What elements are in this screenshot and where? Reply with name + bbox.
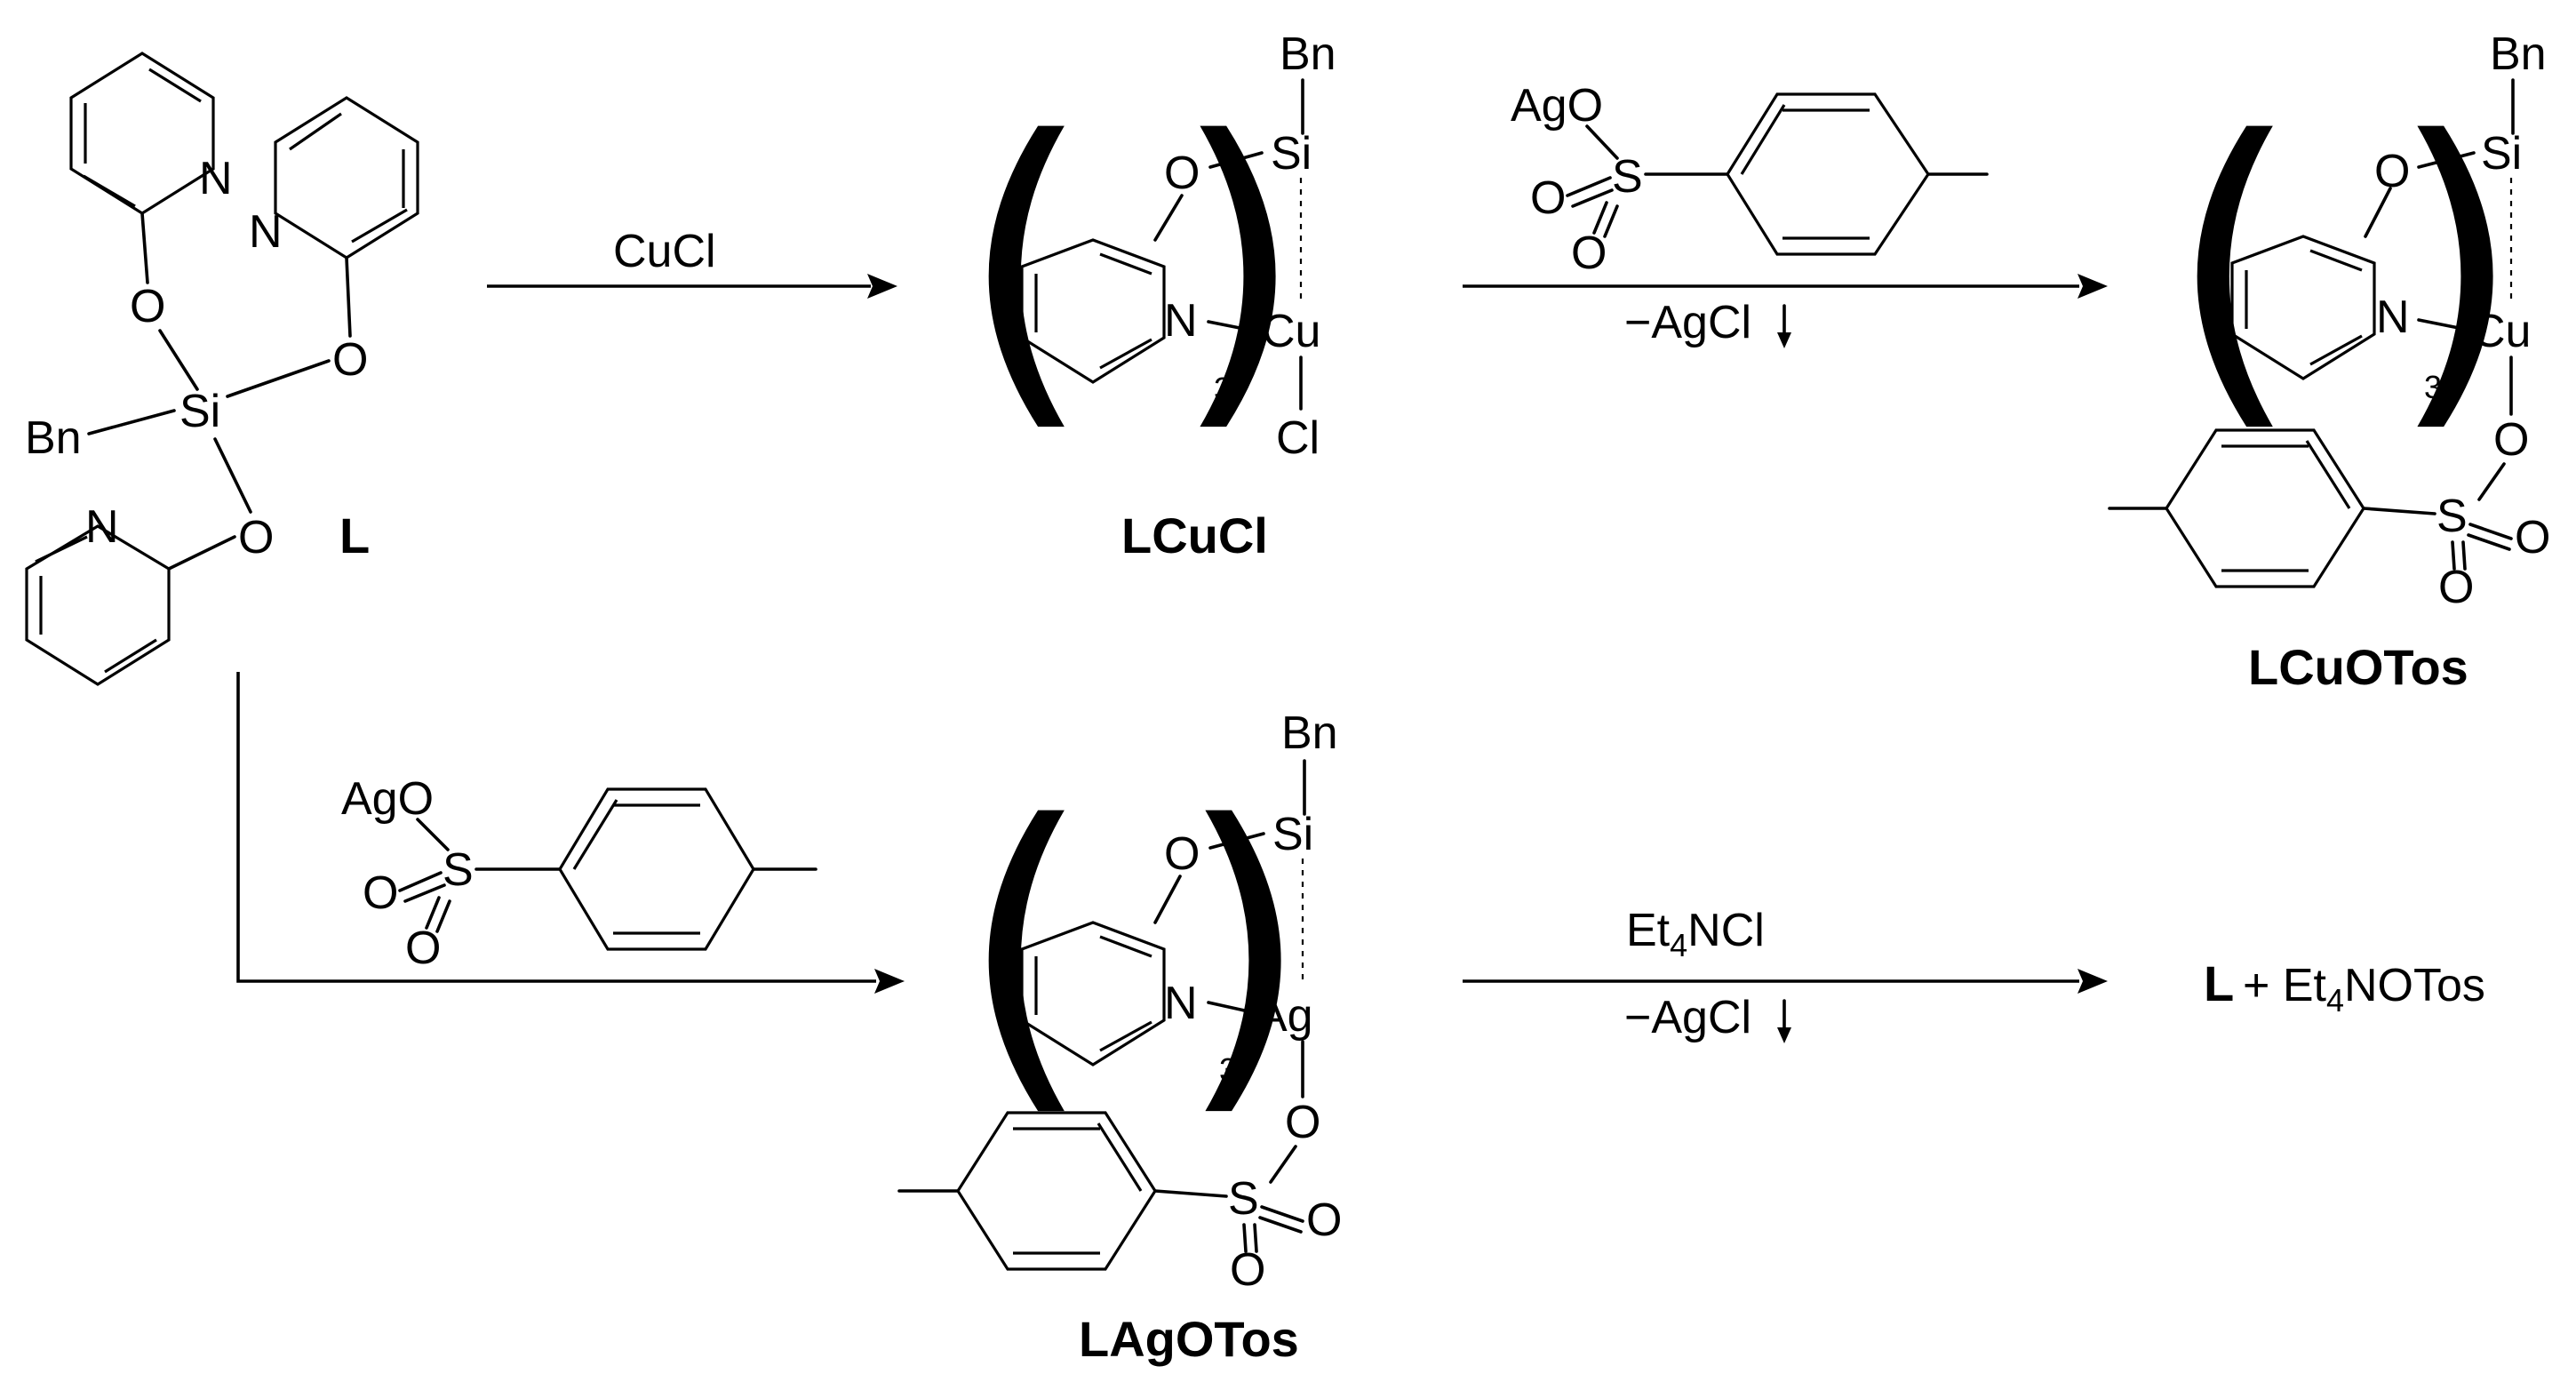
lcuotos-o1: O: [2515, 512, 2550, 563]
compound-LAgOTos: ( ) N O Si Bn Ag 3 O S O O LAgOTos: [897, 707, 1342, 1367]
final-tail: NOTos: [2344, 960, 2485, 1011]
lcuotos-s: S: [2436, 491, 2468, 542]
lagotos-si: Si: [1272, 809, 1313, 860]
r2-ago: AgO: [1511, 80, 1603, 132]
final-plus-et: + Et: [2243, 960, 2326, 1011]
arrow-r1: CuCl: [487, 226, 897, 299]
lagotos-o: O: [1164, 828, 1200, 880]
r3-ago: AgO: [341, 773, 434, 825]
lcuotos-o: O: [2374, 146, 2410, 197]
lcucl-right-paren: ): [1173, 68, 1304, 462]
lcuotos-left-paren: (: [2168, 68, 2300, 462]
lcuotos-multiplier: 3: [2424, 369, 2442, 405]
lagotos-o1: O: [1306, 1194, 1342, 1246]
final-et4notos: + Et4NOTos: [2243, 960, 2485, 1019]
L-si-atom: Si: [179, 386, 220, 437]
LCuOTos-label: LCuOTos: [2248, 639, 2468, 695]
lcuotos-n: N: [2376, 292, 2410, 343]
r2-o1: O: [1530, 172, 1566, 224]
final-L: L: [2204, 955, 2234, 1011]
final-products: L + Et4NOTos: [2204, 955, 2485, 1019]
L-o1: O: [130, 281, 165, 332]
lagotos-right-paren: ): [1178, 753, 1310, 1146]
reagent-cucl: CuCl: [613, 226, 716, 277]
lagotos-bn: Bn: [1281, 707, 1338, 759]
r4-reagent: Et4NCl: [1626, 905, 1765, 963]
L-ring1-n: N: [199, 153, 233, 204]
L-label: L: [339, 507, 370, 563]
lcucl-cu: Cu: [1262, 306, 1320, 357]
compound-LCuCl: ( ) N O Si Bn Cu 3 Cl LCuCl: [960, 28, 1336, 563]
LAgOTos-label: LAgOTos: [1079, 1311, 1299, 1367]
r4-byproduct: −AgCl: [1624, 992, 1751, 1043]
final-sub: 4: [2326, 982, 2344, 1019]
lagotos-s: S: [1228, 1173, 1259, 1225]
r4-sub: 4: [1670, 927, 1687, 963]
lcuotos-right-paren: ): [2390, 68, 2522, 462]
compound-LCuOTos: ( ) N O Si Bn Cu 3 O S O O LCuOTos: [2108, 28, 2550, 695]
lcucl-bn: Bn: [1280, 28, 1336, 80]
arrow-r2: AgO S O O −AgCl: [1463, 80, 2108, 348]
lcuotos-cu: Cu: [2472, 306, 2531, 357]
lcuotos-o-link: O: [2493, 414, 2529, 466]
LCuCl-label: LCuCl: [1121, 507, 1268, 563]
lcucl-multiplier: 3: [1214, 371, 1232, 407]
lcuotos-si: Si: [2481, 128, 2522, 180]
lcuotos-bn: Bn: [2490, 28, 2547, 80]
lagotos-left-paren: (: [960, 753, 1091, 1146]
lagotos-o2: O: [1230, 1244, 1265, 1296]
r4-ncl: NCl: [1687, 905, 1765, 956]
lcucl-n: N: [1164, 295, 1198, 347]
lcucl-cl: Cl: [1276, 412, 1320, 464]
L-bn-group: Bn: [25, 412, 82, 464]
r2-byproduct: −AgCl: [1624, 297, 1751, 348]
L-ring3-n: N: [85, 501, 119, 553]
arrow-r4: Et4NCl −AgCl: [1463, 905, 2108, 1043]
lcucl-o: O: [1164, 148, 1200, 199]
L-ring2-n: N: [249, 206, 283, 258]
arrow-r3: AgO S O O: [236, 672, 905, 994]
r4-et: Et: [1626, 905, 1671, 956]
lagotos-o-link: O: [1285, 1097, 1320, 1148]
r3-s: S: [443, 844, 474, 896]
lagotos-ag: Ag: [1256, 990, 1313, 1042]
compound-L: Si Bn O O O N N N L: [25, 52, 419, 686]
r3-o1: O: [363, 867, 398, 919]
r2-o2: O: [1571, 228, 1607, 279]
lagotos-n: N: [1164, 978, 1198, 1029]
lagotos-multiplier: 3: [1219, 1051, 1237, 1088]
L-o3: O: [238, 512, 274, 563]
lcucl-si: Si: [1271, 128, 1312, 180]
r2-s: S: [1612, 151, 1643, 203]
r3-o2: O: [405, 923, 441, 974]
L-o2: O: [332, 334, 368, 386]
lcuotos-o2: O: [2438, 562, 2474, 613]
